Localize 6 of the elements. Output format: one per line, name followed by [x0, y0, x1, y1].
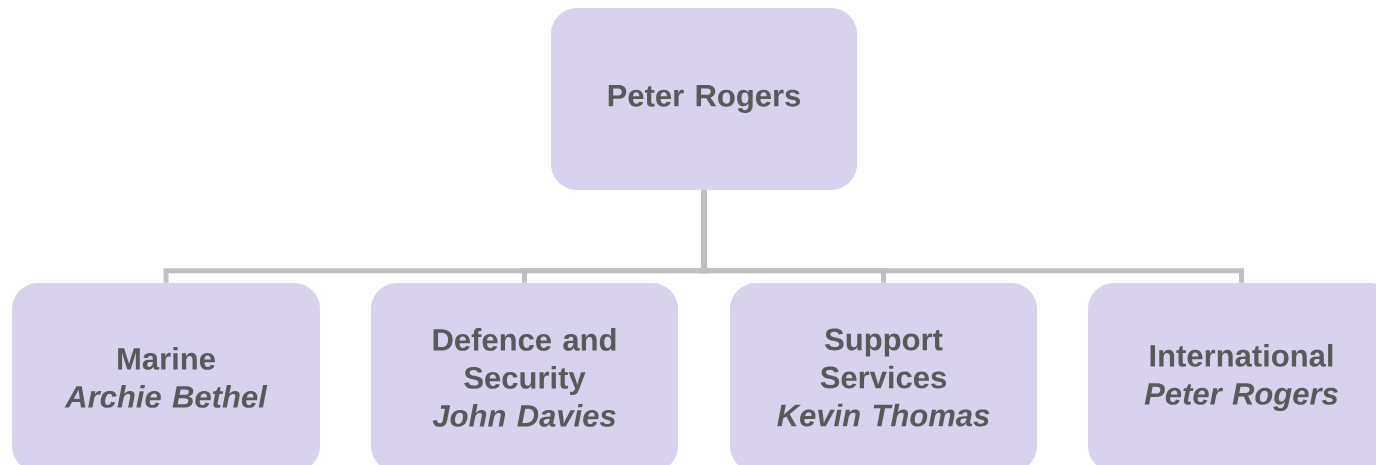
org-box: Peter Rogers [551, 8, 857, 190]
org-box: Defence and Security John Davies [371, 283, 678, 465]
org-box: International Peter Rogers [1088, 283, 1376, 465]
org-box: Support Services Kevin Thomas [730, 283, 1037, 465]
connector [701, 190, 1244, 283]
org-box: Marine Archie Bethel [12, 283, 320, 465]
